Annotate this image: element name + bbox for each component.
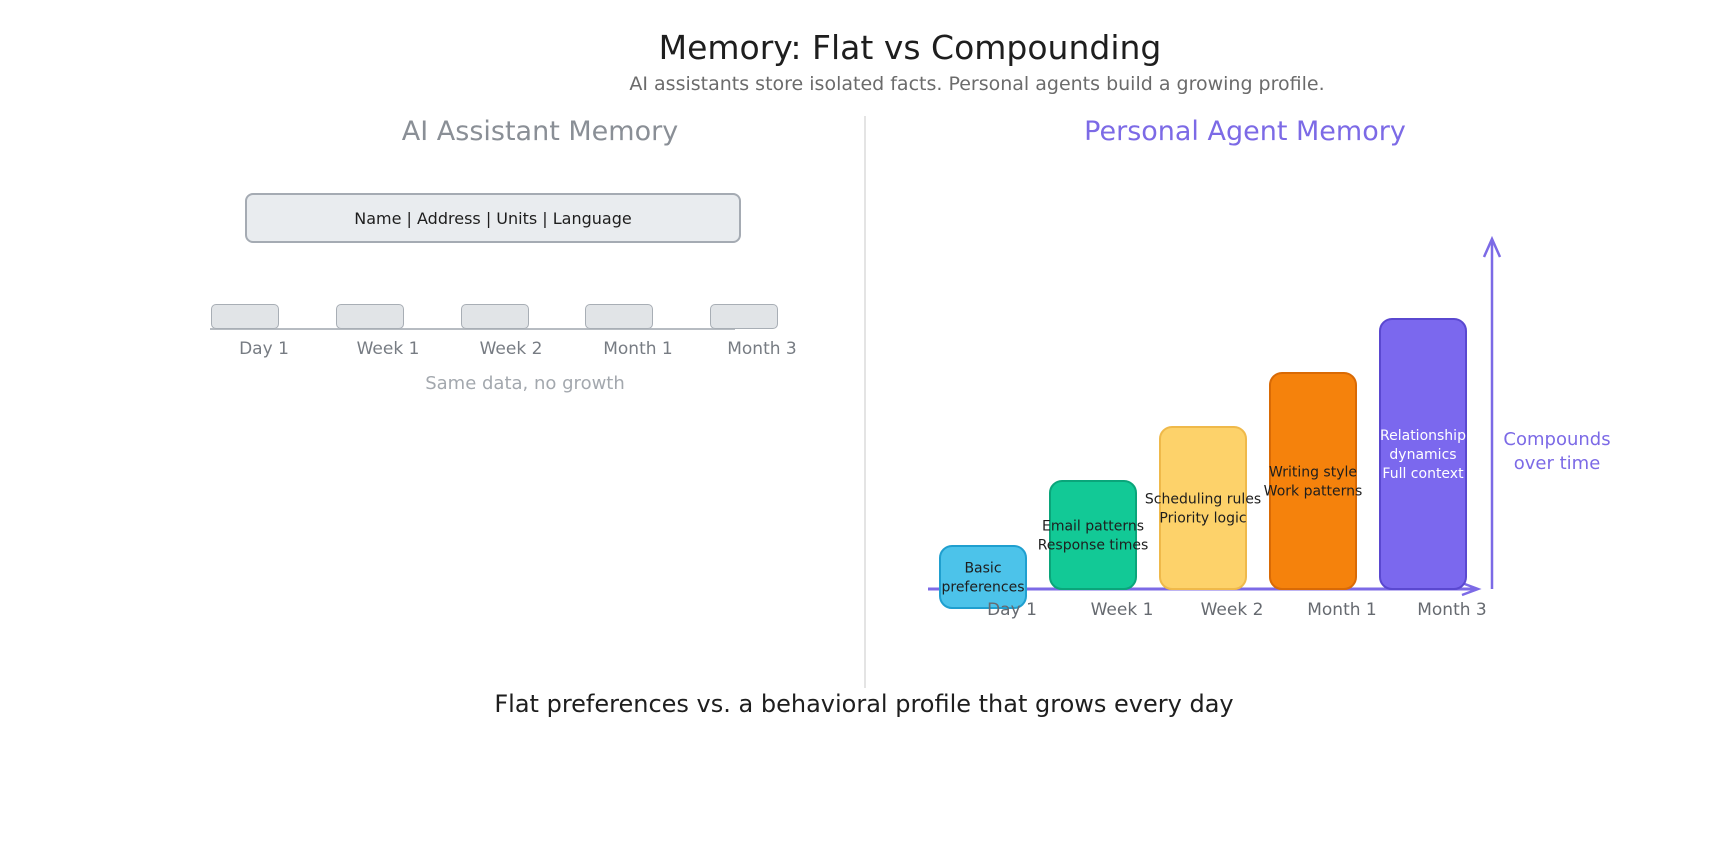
flat-timeline-line xyxy=(210,328,735,330)
flat-timeline-label: Month 1 xyxy=(603,339,673,359)
y-axis-arrowhead xyxy=(1482,235,1502,258)
bar-label: Email patterns xyxy=(1042,519,1144,535)
bar-label: Priority logic xyxy=(1159,511,1246,527)
bar-label: dynamics xyxy=(1389,447,1456,463)
bar-label: Scheduling rules xyxy=(1145,492,1261,508)
right-panel-heading: Personal Agent Memory xyxy=(1084,116,1406,147)
x-tick-label: Month 1 xyxy=(1307,600,1377,620)
left-panel-heading: AI Assistant Memory xyxy=(401,116,679,147)
growth-bar xyxy=(1049,480,1137,590)
flat-note: Same data, no growth xyxy=(425,373,625,394)
growth-bar xyxy=(1269,372,1357,590)
bar-label: Basic xyxy=(964,561,1001,577)
flat-timeline-label: Week 1 xyxy=(356,339,420,359)
growth-bar xyxy=(939,545,1027,609)
flat-timeline-label: Week 2 xyxy=(479,339,543,359)
bar-label: Relationship xyxy=(1380,428,1466,444)
page-title: Memory: Flat vs Compounding xyxy=(658,28,1162,67)
flat-memory-block xyxy=(211,304,279,329)
panel-divider xyxy=(864,116,866,688)
bar-label: Response times xyxy=(1038,538,1149,554)
flat-memory-block xyxy=(336,304,404,329)
flat-memory-block xyxy=(461,304,529,329)
bar-label: Work patterns xyxy=(1264,484,1363,500)
growth-bar xyxy=(1379,318,1467,590)
compounds-label-line: over time xyxy=(1513,453,1601,474)
bottom-caption: Flat preferences vs. a behavioral profil… xyxy=(494,690,1234,718)
x-tick-label: Week 1 xyxy=(1091,600,1154,620)
bar-label: Writing style xyxy=(1269,465,1357,481)
compounds-label: Compounds over time xyxy=(1487,428,1627,476)
bar-label: Full context xyxy=(1382,466,1464,482)
x-axis-arrowhead xyxy=(1461,581,1482,597)
flat-timeline-label: Month 3 xyxy=(727,339,797,359)
flat-timeline-label: Day 1 xyxy=(239,339,289,359)
x-tick-label: Week 2 xyxy=(1201,600,1264,620)
static-facts-label: Name | Address | Units | Language xyxy=(354,208,632,228)
static-facts-box: Name | Address | Units | Language xyxy=(245,193,741,243)
flat-memory-block xyxy=(710,304,778,329)
compounds-label-line: Compounds xyxy=(1503,429,1611,450)
x-tick-label: Day 1 xyxy=(987,600,1037,620)
page-subtitle: AI assistants store isolated facts. Pers… xyxy=(629,73,1325,95)
bar-label: preferences xyxy=(941,580,1024,596)
flat-memory-block xyxy=(585,304,653,329)
growth-bar xyxy=(1159,426,1247,590)
x-tick-label: Month 3 xyxy=(1417,600,1487,620)
